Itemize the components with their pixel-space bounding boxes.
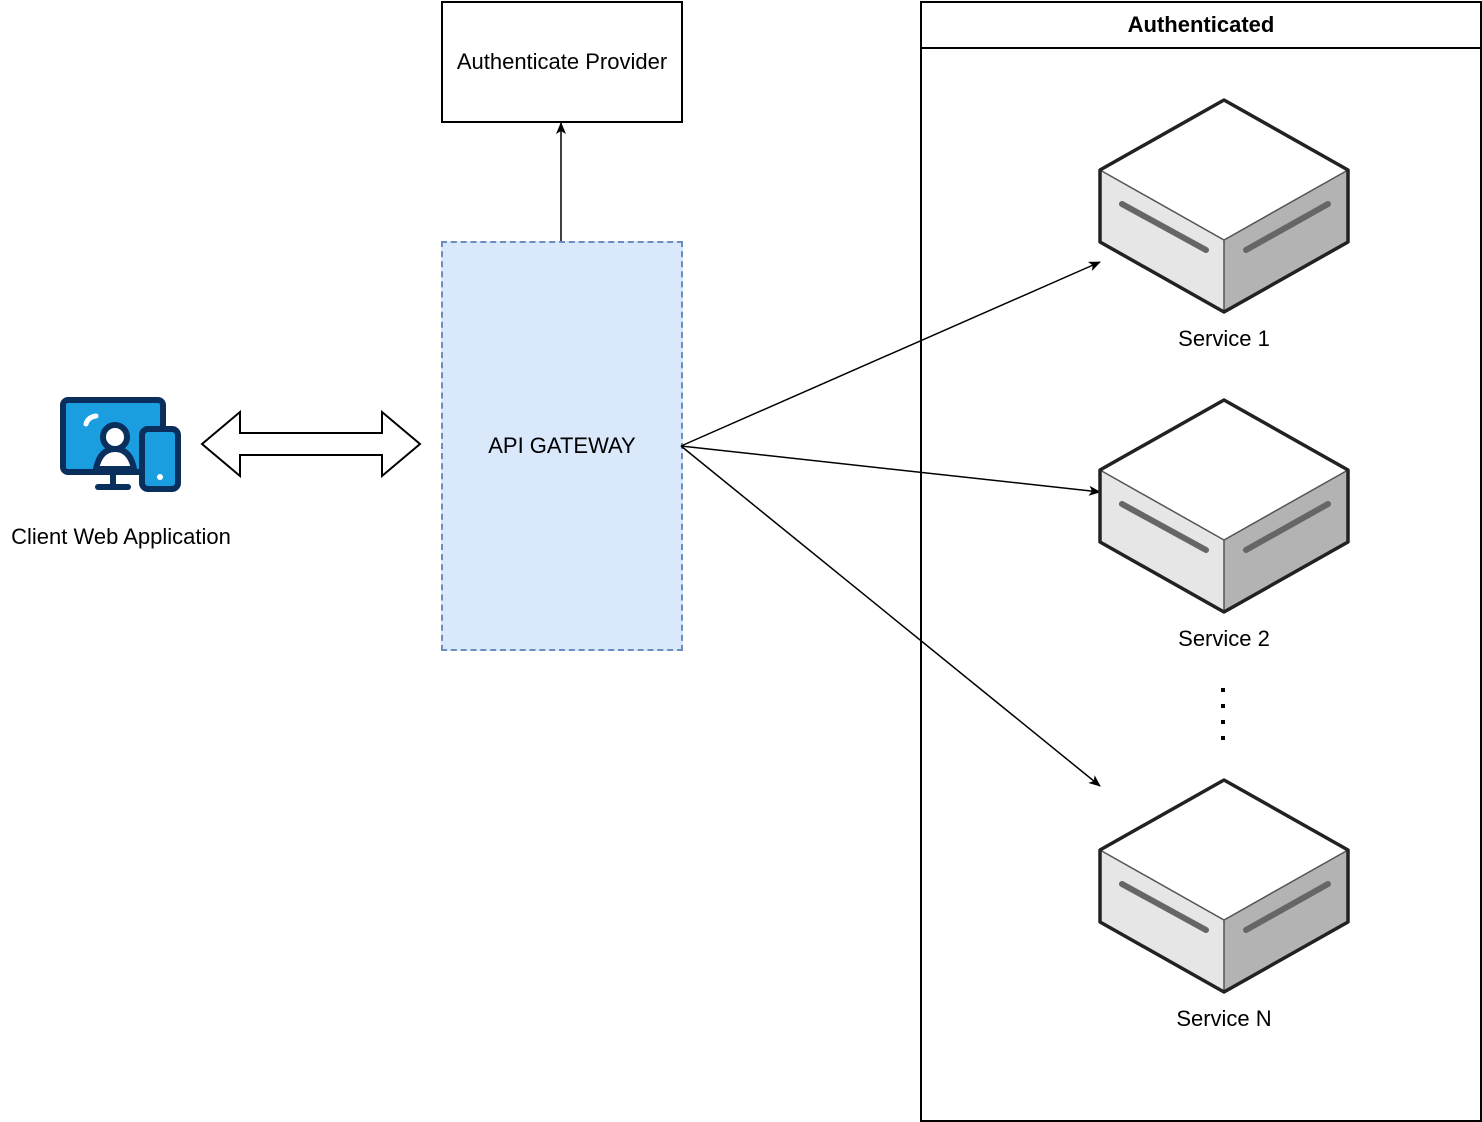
service-1-label: Service 1	[1178, 326, 1270, 351]
server-icon[interactable]	[1100, 400, 1348, 612]
server-icon[interactable]	[1100, 100, 1348, 312]
auth-provider-label: Authenticate Provider	[456, 49, 668, 74]
edge-gateway-service-n[interactable]	[680, 445, 1101, 787]
service-2-label: Service 2	[1178, 626, 1270, 651]
edge-gateway-service-1[interactable]	[680, 261, 1101, 447]
api-gateway-node[interactable]: API GATEWAY	[441, 241, 683, 651]
edge-client-gateway[interactable]	[200, 409, 422, 479]
desktop-mobile-user-icon[interactable]	[60, 397, 181, 492]
vertical-ellipsis-icon	[1221, 688, 1225, 740]
server-icon[interactable]	[1100, 780, 1348, 992]
auth-provider-node[interactable]: Authenticate Provider	[441, 1, 683, 123]
service-n-label: Service N	[1176, 1006, 1272, 1031]
api-gateway-label: API GATEWAY	[488, 433, 636, 458]
container-title: Authenticated	[922, 3, 1480, 49]
client-label: Client Web Application	[11, 524, 231, 549]
authenticated-container[interactable]: Authenticated	[920, 1, 1482, 1122]
edge-gateway-service-2[interactable]	[680, 445, 1101, 496]
